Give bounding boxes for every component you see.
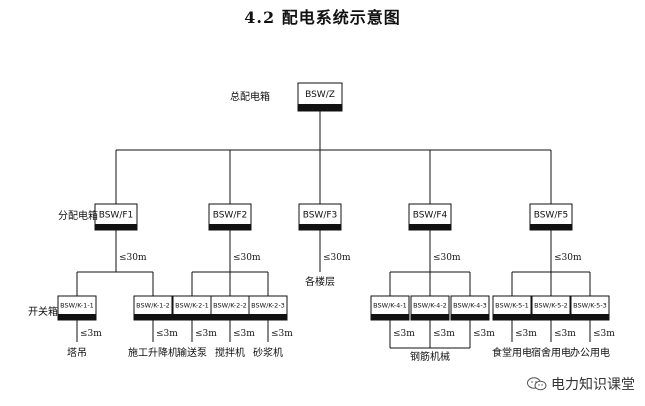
level-label-distribution: 分配电箱 [58,209,98,222]
level-label-main: 总配电箱 [230,90,270,103]
load-label: 砂浆机 [253,346,283,359]
distance-30m-1: ≤30m [119,253,147,263]
level-label-switch: 开关箱 [28,305,58,318]
distance-3m: ≤3m [156,329,178,339]
box-label: BSW/F2 [213,210,248,220]
distance-3m: ≤3m [554,329,576,339]
distance-3m: ≤3m [473,329,495,339]
wiring-lines [76,111,591,349]
distance-30m-2: ≤30m [233,253,261,263]
switch-box: BSW/K-5-2 [531,295,571,321]
dist-box-4: BSW/F4 [408,203,452,231]
switch-box: BSW/K-1-1 [57,295,97,321]
load-label: 输送泵 [177,346,207,359]
distance-3m: ≤3m [233,329,255,339]
box-label: BSW/K-4-1 [373,301,407,309]
switch-box: BSW/K-2-3 [248,295,288,321]
box-label: BSW/K-2-3 [251,301,285,309]
distance-3m: ≤3m [515,329,537,339]
box-label: BSW/F1 [99,210,134,220]
floor-label: 各楼层 [305,275,335,288]
dist-box-2: BSW/F2 [208,203,252,231]
box-label: BSW/K-2-2 [213,301,247,309]
box-label: BSW/K-4-2 [413,301,447,309]
distance-3m: ≤3m [195,329,217,339]
box-label: BSW/K-5-2 [534,301,568,309]
load-label: 食堂用电 [492,346,532,359]
box-label: BSW/Z [305,90,335,100]
distance-30m-4: ≤30m [554,253,582,263]
box-label: BSW/K-1-1 [60,301,94,309]
distance-3m: ≤3m [80,329,102,339]
dist-box-5: BSW/F5 [529,203,573,231]
box-label: BSW/F3 [303,210,338,220]
box-label: BSW/K-5-3 [573,301,607,309]
switch-box: BSW/K-5-1 [492,295,532,321]
boxes-layer: BSW/Z BSW/F1 BSW/F2 BSW/F3 BSW/F4 BSW/F5BSW/K… [57,82,610,321]
box-label: BSW/F4 [413,210,448,220]
switch-box: BSW/K-4-1 [370,295,410,321]
switch-box: BSW/K-2-2 [210,295,250,321]
load-label: 塔吊 [67,346,87,359]
switch-box: BSW/K-5-3 [570,295,610,321]
box-label: BSW/K-4-3 [453,301,487,309]
load-label: 钢筋机械 [410,350,450,363]
wechat-icon [527,377,547,391]
dist-box-3: BSW/F3 [298,203,342,231]
box-label: BSW/F5 [534,210,569,220]
switch-box: BSW/K-4-2 [410,295,450,321]
load-label: 搅拌机 [215,346,245,359]
distance-3m: ≤3m [271,329,293,339]
distance-30m-3: ≤30m [433,253,461,263]
watermark: 电力知识课堂 [527,374,635,394]
distance-3m: ≤3m [593,329,615,339]
switch-box: BSW/K-4-3 [450,295,490,321]
distance-3m: ≤3m [433,329,455,339]
dist-box-1: BSW/F1 [94,203,138,231]
distance-3m: ≤3m [393,329,415,339]
distance-30m-floor: ≤30m [323,253,351,263]
box-label: BSW/K-2-1 [175,301,209,309]
switch-box: BSW/K-2-1 [172,295,212,321]
watermark-text: 电力知识课堂 [551,377,635,393]
box-label: BSW/K-1-2 [136,301,170,309]
switch-box: BSW/K-1-2 [133,295,173,321]
load-label: 宿舍用电 [531,346,571,359]
load-label: 施工升降机 [128,346,178,359]
main-box: BSW/Z [297,82,343,112]
box-label: BSW/K-5-1 [495,301,529,309]
page-title: 4.2 配电系统示意图 [244,8,401,27]
load-label: 办公用电 [570,346,610,359]
